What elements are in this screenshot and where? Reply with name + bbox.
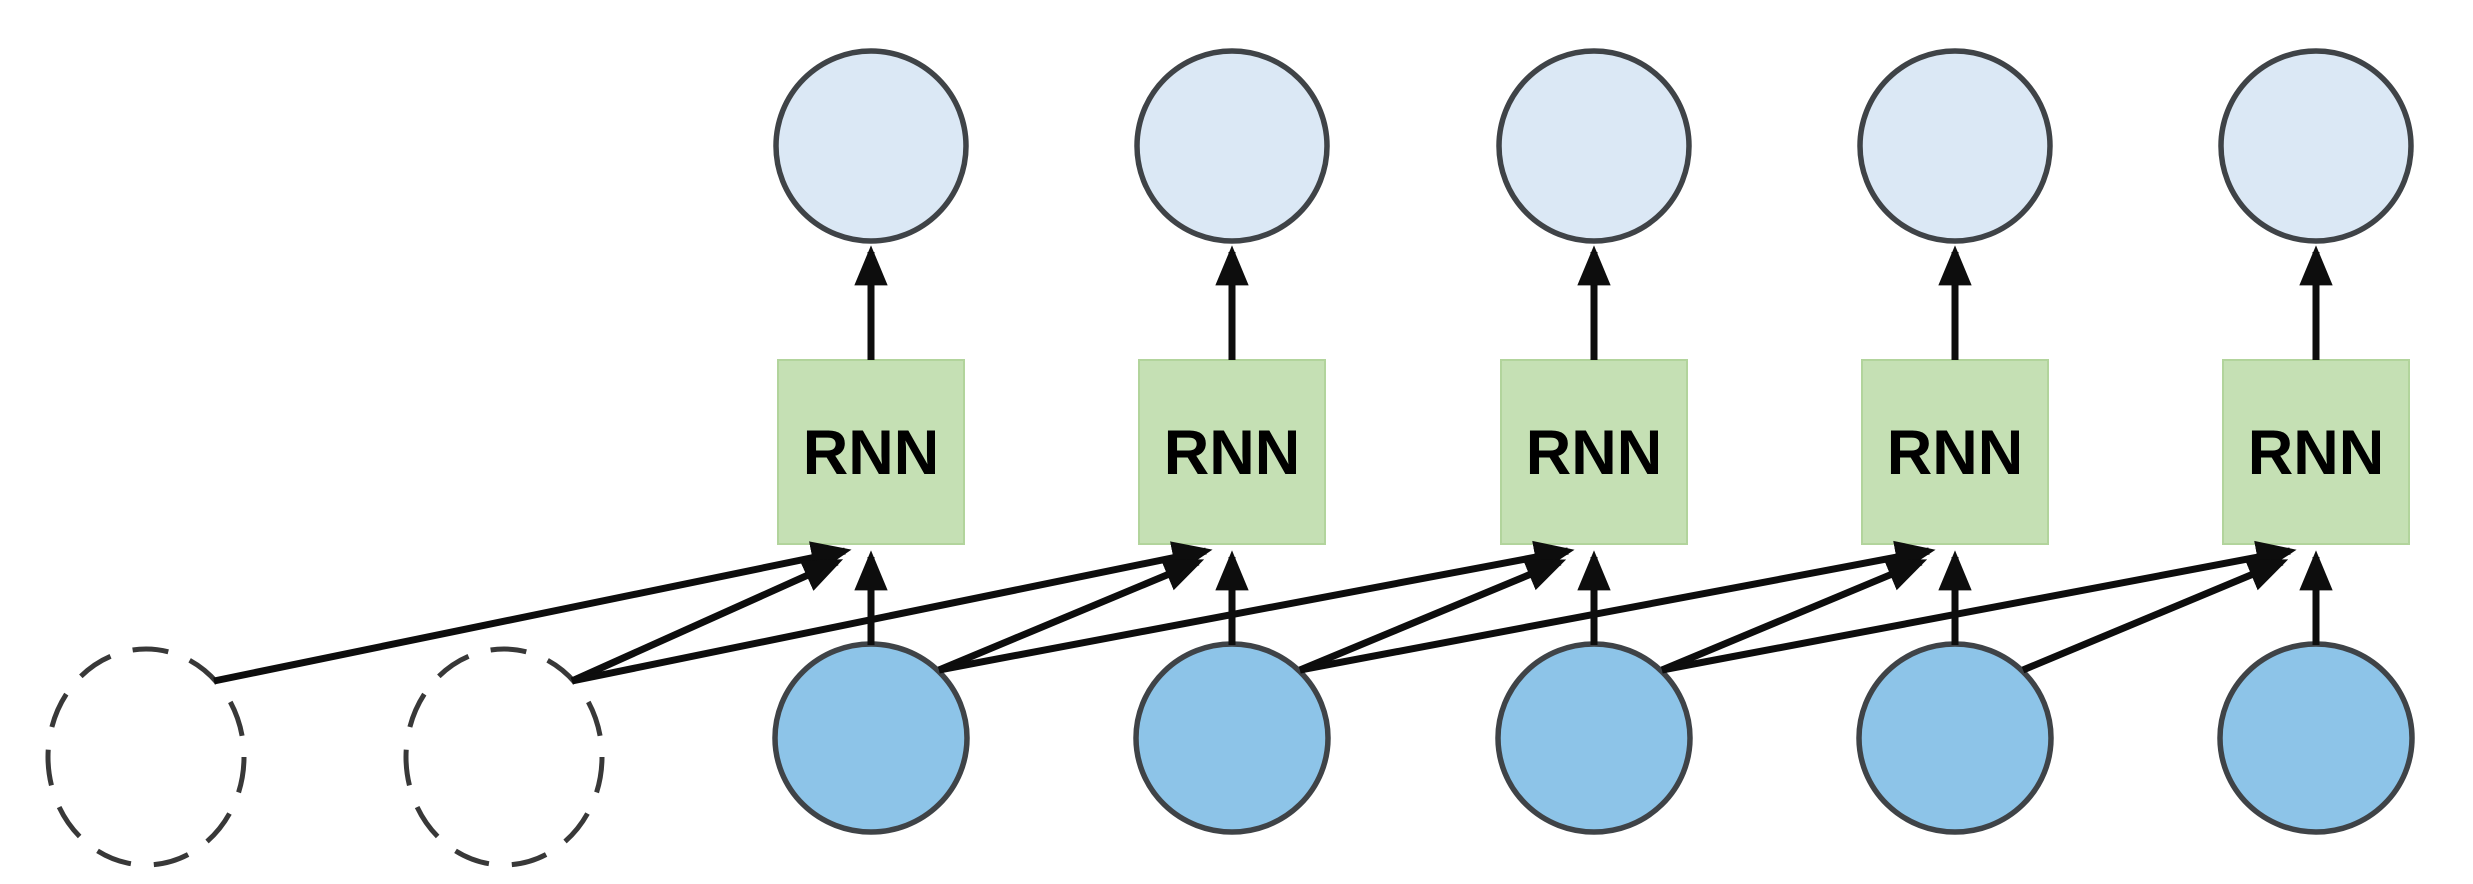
- input-node-3: [1495, 641, 1693, 835]
- rnn-cell-label-3: RNN: [1526, 418, 1663, 488]
- output-node-4: [1857, 48, 2053, 244]
- rnn-cell-label-4: RNN: [1887, 418, 2024, 488]
- output-node-2: [1134, 48, 1330, 244]
- input-node-5: [2217, 641, 2415, 835]
- edge-x3-r5: [1661, 540, 2297, 674]
- input-node-4: [1856, 641, 2054, 835]
- edge-c1-r1: [213, 541, 852, 685]
- edge-x2-r4: [1299, 540, 1936, 674]
- edges-layer: [213, 245, 2333, 685]
- edge-c2-r1: [570, 558, 844, 685]
- edge-c2-r2: [571, 541, 1213, 685]
- edge-x1-r3: [938, 540, 1575, 674]
- output-node-5: [2218, 48, 2414, 244]
- nodes-layer: RNN RNN RNN RNN RNN: [45, 48, 2415, 868]
- edge-x1-r2: [937, 558, 1205, 674]
- output-node-1: [773, 48, 969, 244]
- output-node-3: [1496, 48, 1692, 244]
- rnn-cell-label-5: RNN: [2248, 418, 2385, 488]
- edge-x2-r3: [1298, 558, 1567, 674]
- rnn-cell-5: [2222, 359, 2410, 545]
- context-node-1: [45, 646, 247, 868]
- rnn-cell-label-2: RNN: [1164, 418, 1301, 488]
- input-node-2: [1133, 641, 1331, 835]
- edge-x4-r5: [2021, 558, 2289, 674]
- rnn-cell-4: [1861, 359, 2049, 545]
- rnn-cell-2: [1138, 359, 1326, 545]
- rnn-cell-1: [777, 359, 965, 545]
- input-node-1: [772, 641, 970, 835]
- context-node-2: [403, 646, 605, 868]
- rnn-cell-label-1: RNN: [803, 418, 940, 488]
- edge-x3-r4: [1660, 558, 1928, 674]
